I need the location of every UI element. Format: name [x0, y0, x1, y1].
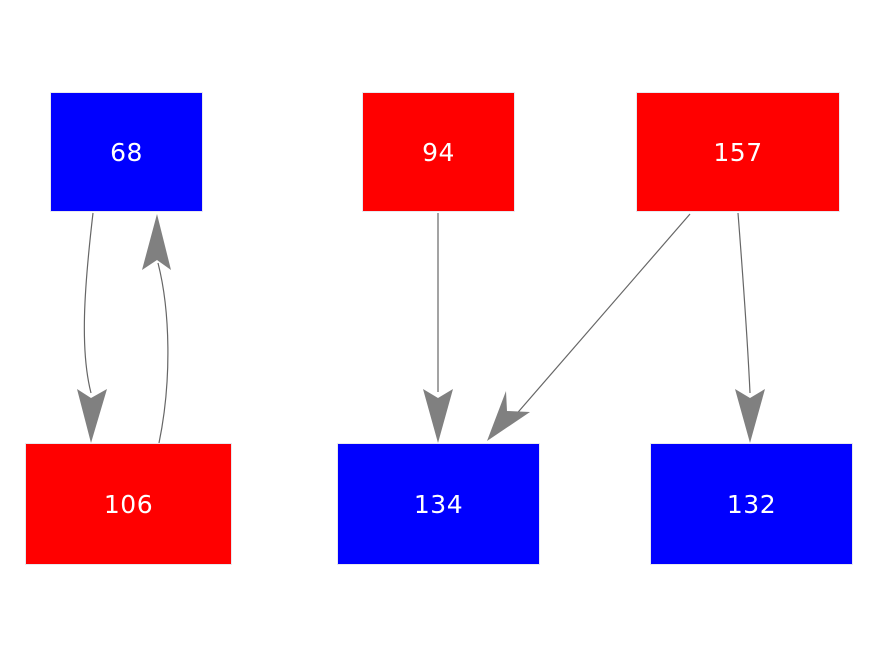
- edge-line: [512, 213, 691, 419]
- edge-line: [737, 212, 751, 394]
- arrowhead-icon: [142, 214, 171, 270]
- node-132[interactable]: 132: [650, 443, 853, 565]
- node-label: 132: [726, 489, 777, 519]
- node-label: 134: [413, 489, 464, 519]
- edge-n106-to-n68: [142, 214, 171, 444]
- edge-line: [157, 262, 169, 444]
- arrowhead-icon: [735, 389, 765, 443]
- edge-n157-to-n132: [735, 212, 765, 443]
- node-68[interactable]: 68: [50, 92, 203, 212]
- edge-n157-to-n134: [487, 213, 691, 441]
- node-label: 157: [713, 137, 763, 167]
- edge-line: [83, 212, 94, 394]
- node-label: 94: [422, 137, 455, 167]
- arrowhead-icon: [423, 389, 453, 443]
- node-134[interactable]: 134: [337, 443, 540, 565]
- node-label: 68: [110, 137, 143, 167]
- node-94[interactable]: 94: [362, 92, 515, 212]
- node-157[interactable]: 157: [636, 92, 840, 212]
- node-label: 106: [103, 489, 154, 519]
- arrowhead-icon: [77, 389, 107, 443]
- node-106[interactable]: 106: [25, 443, 232, 565]
- arrowhead-icon: [487, 391, 530, 441]
- edge-n68-to-n106: [77, 212, 107, 443]
- edge-n94-to-n134: [423, 213, 453, 443]
